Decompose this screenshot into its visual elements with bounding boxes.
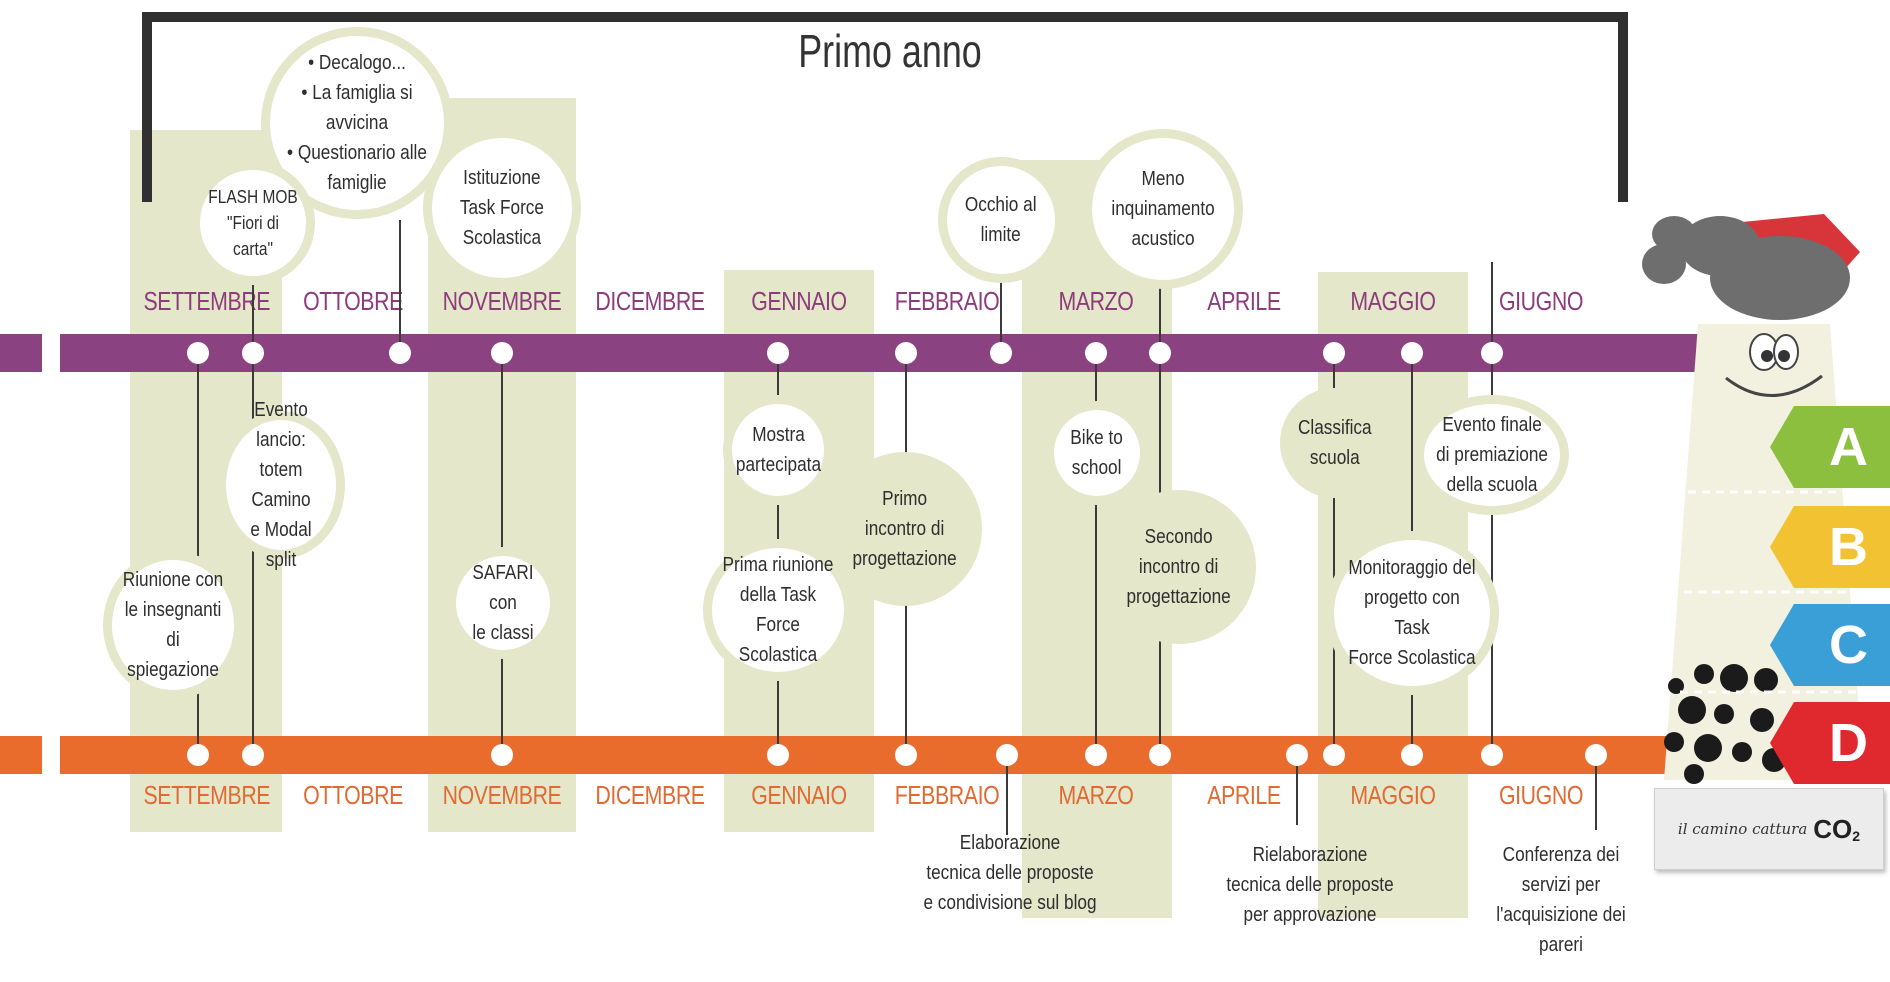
chimney-label-text: il camino cattura bbox=[1677, 820, 1808, 838]
class-b-tab: B bbox=[1770, 506, 1890, 588]
month-top-novembre: NOVEMBRE bbox=[442, 286, 562, 316]
month-bottom-giugno: GIUGNO bbox=[1498, 780, 1583, 810]
milestone-dot bbox=[895, 342, 917, 364]
event-secondo-incontro: Secondo incontro di progettazione bbox=[1102, 490, 1256, 644]
month-bottom-novembre: NOVEMBRE bbox=[442, 780, 562, 810]
month-bottom-maggio: MAGGIO bbox=[1350, 780, 1436, 810]
event-lancio: Evento lancio: totem Camino e Modal spli… bbox=[226, 399, 336, 571]
milestone-dot bbox=[1481, 342, 1503, 364]
chimney-label-plate: il camino cattura CO 2 bbox=[1654, 788, 1884, 870]
month-top-giugno: GIUGNO bbox=[1498, 286, 1583, 316]
month-top-maggio: MAGGIO bbox=[1350, 286, 1436, 316]
month-bottom-dicembre: DICEMBRE bbox=[595, 780, 705, 810]
event-bike: Bike to school bbox=[1054, 410, 1140, 496]
event-monitoraggio: Monitoraggio del progetto con Task Force… bbox=[1334, 540, 1490, 686]
event-safari: SAFARI con le classi bbox=[456, 556, 550, 650]
connector-line bbox=[1000, 262, 1002, 353]
month-top-ottobre: OTTOBRE bbox=[303, 286, 403, 316]
milestone-dot bbox=[990, 342, 1012, 364]
event-flash-mob: FLASH MOB "Fiori di carta" bbox=[200, 170, 306, 276]
milestone-dot bbox=[767, 342, 789, 364]
event-task-force: Istituzione Task Force Scolastica bbox=[432, 138, 572, 278]
milestone-dot bbox=[491, 744, 513, 766]
purple-track bbox=[60, 334, 1700, 372]
milestone-dot bbox=[1585, 744, 1607, 766]
connector-line bbox=[252, 262, 254, 353]
chimney-label-formula: CO bbox=[1813, 813, 1853, 844]
milestone-dot bbox=[1085, 744, 1107, 766]
class-a-tab: A bbox=[1770, 406, 1890, 488]
connector-line bbox=[1006, 755, 1008, 835]
milestone-dot bbox=[1401, 342, 1423, 364]
milestone-dot bbox=[1401, 744, 1423, 766]
orange-track-left bbox=[0, 736, 42, 774]
month-top-marzo: MARZO bbox=[1058, 286, 1134, 316]
milestone-dot bbox=[491, 342, 513, 364]
milestone-dot bbox=[1481, 744, 1503, 766]
purple-track-left bbox=[0, 334, 42, 372]
milestone-dot bbox=[1286, 744, 1308, 766]
milestone-dot bbox=[1149, 342, 1171, 364]
month-bottom-ottobre: OTTOBRE bbox=[303, 780, 403, 810]
class-d-tab: D bbox=[1770, 702, 1890, 784]
connector-line bbox=[1333, 353, 1335, 755]
connector-line bbox=[399, 220, 401, 353]
orange-track bbox=[60, 736, 1700, 774]
event-prima-riunione: Prima riunione della Task Force Scolasti… bbox=[712, 548, 844, 672]
connector-line bbox=[1159, 270, 1161, 353]
month-bottom-marzo: MARZO bbox=[1058, 780, 1134, 810]
milestone-dot bbox=[187, 744, 209, 766]
milestone-dot bbox=[767, 744, 789, 766]
event-riunione: Riunione con le insegnanti di spiegazion… bbox=[112, 560, 234, 690]
connector-line bbox=[1491, 262, 1493, 353]
month-bottom-settembre: SETTEMBRE bbox=[143, 780, 271, 810]
chimney-label-sub: 2 bbox=[1852, 828, 1861, 844]
milestone-dot bbox=[1323, 744, 1345, 766]
event-meno-inquinamento: Meno inquinamento acustico bbox=[1092, 138, 1234, 280]
event-primo-incontro: Primo incontro di progettazione bbox=[828, 452, 982, 606]
connector-line bbox=[1491, 353, 1493, 755]
event-decalogo: • Decalogo... • La famiglia si avvicina … bbox=[270, 36, 444, 210]
milestone-dot bbox=[895, 744, 917, 766]
milestone-dot bbox=[242, 744, 264, 766]
month-top-settembre: SETTEMBRE bbox=[143, 286, 271, 316]
milestone-dot bbox=[242, 342, 264, 364]
event-conferenza: Conferenza dei servizi per l'acquisizion… bbox=[1496, 844, 1626, 956]
event-mostra: Mostra partecipata bbox=[732, 404, 824, 496]
event-classifica: Classifica scuola bbox=[1280, 388, 1390, 498]
month-bottom-aprile: APRILE bbox=[1207, 780, 1281, 810]
event-rielaborazione: Rielaborazione tecnica delle proposte pe… bbox=[1226, 844, 1394, 926]
month-top-aprile: APRILE bbox=[1207, 286, 1281, 316]
connector-line bbox=[197, 353, 199, 755]
connector-line bbox=[1296, 755, 1298, 825]
connector-line bbox=[1595, 755, 1597, 830]
milestone-dot bbox=[1323, 342, 1345, 364]
month-top-dicembre: DICEMBRE bbox=[595, 286, 705, 316]
milestone-dot bbox=[187, 342, 209, 364]
milestone-dot bbox=[1085, 342, 1107, 364]
event-elaborazione: Elaborazione tecnica delle proposte e co… bbox=[923, 832, 1097, 914]
milestone-dot bbox=[996, 744, 1018, 766]
connector-line bbox=[252, 353, 254, 755]
month-top-febbraio: FEBBRAIO bbox=[894, 286, 1000, 316]
event-occhio-al-limite: Occhio al limite bbox=[947, 166, 1055, 274]
milestone-dot bbox=[389, 342, 411, 364]
month-bottom-gennaio: GENNAIO bbox=[751, 780, 847, 810]
month-bottom-febbraio: FEBBRAIO bbox=[894, 780, 1000, 810]
event-evento-finale: Evento finale di premiazione della scuol… bbox=[1424, 404, 1560, 506]
page-title: Primo anno bbox=[798, 25, 982, 77]
connector-line bbox=[501, 353, 503, 755]
class-c-tab: C bbox=[1770, 604, 1890, 686]
chimney-mascot: A B C D il camino cattura CO 2 bbox=[1634, 200, 1890, 900]
primo-anno-bracket bbox=[142, 12, 1628, 202]
month-top-gennaio: GENNAIO bbox=[751, 286, 847, 316]
connector-line bbox=[1095, 353, 1097, 755]
milestone-dot bbox=[1149, 744, 1171, 766]
